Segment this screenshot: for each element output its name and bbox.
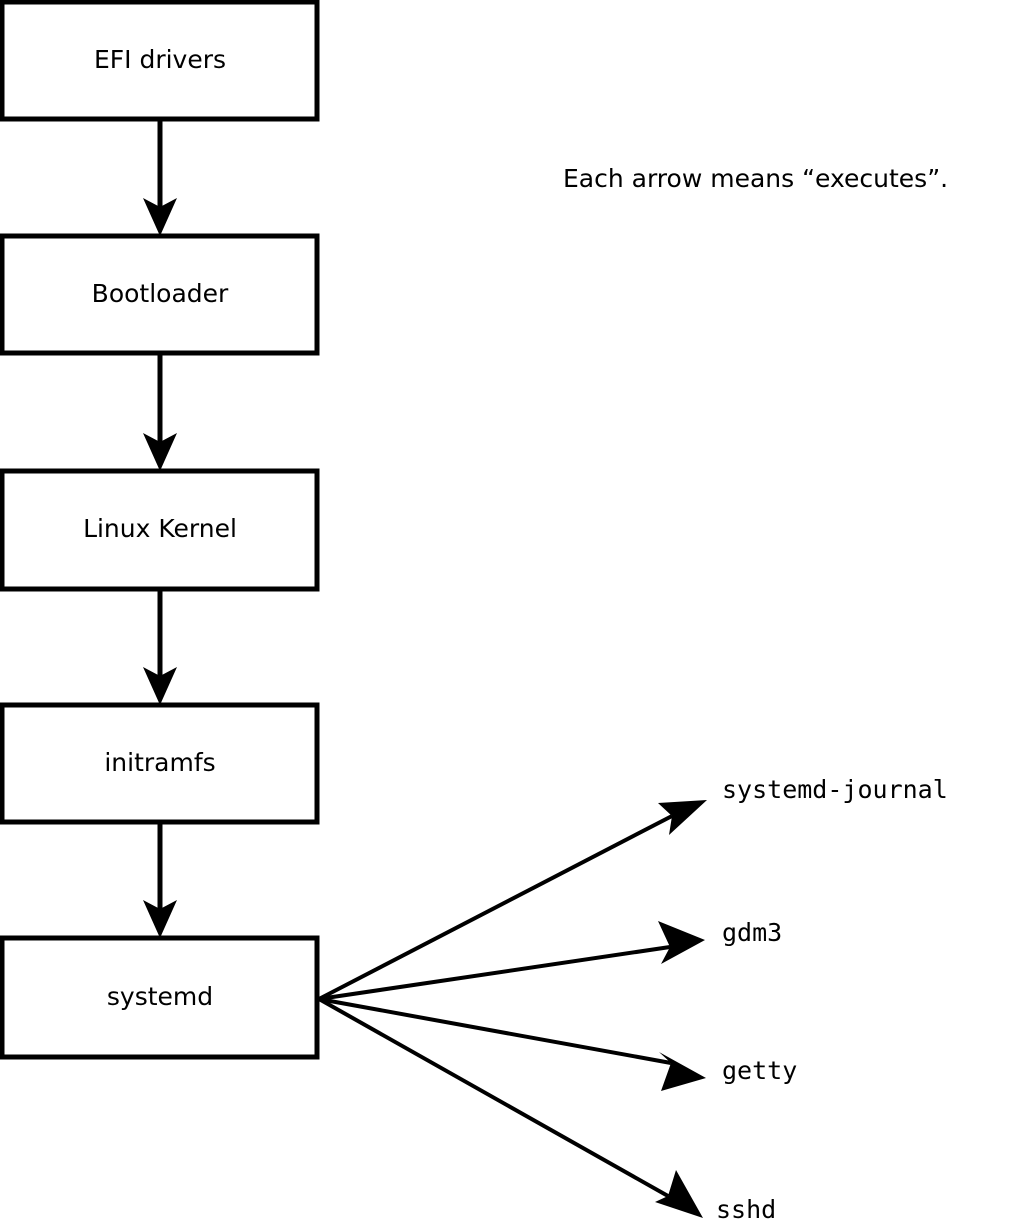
process-box-label: EFI drivers bbox=[94, 45, 226, 74]
chain-arrow-head bbox=[143, 198, 177, 236]
fanout-arrow-head bbox=[658, 800, 707, 835]
chain-arrow-head bbox=[143, 667, 177, 705]
chain-arrow-kernel-to-initramfs bbox=[143, 589, 177, 705]
process-box-efi-drivers[interactable]: EFI drivers bbox=[0, 0, 320, 122]
process-box-outline bbox=[0, 0, 320, 122]
process-box-outline bbox=[0, 702, 320, 825]
fanout-arrow-group bbox=[318, 800, 707, 1218]
service-label-getty: getty bbox=[722, 1056, 797, 1085]
process-box-label: systemd bbox=[107, 982, 213, 1011]
service-label-sshd: sshd bbox=[716, 1195, 776, 1224]
process-box-bootloader[interactable]: Bootloader bbox=[0, 233, 320, 356]
process-box-label: Linux Kernel bbox=[83, 514, 237, 543]
chain-arrow-head bbox=[143, 900, 177, 938]
chain-arrow-head bbox=[143, 433, 177, 471]
service-label-systemd-journal: systemd-journal bbox=[722, 775, 948, 804]
service-label-gdm3: gdm3 bbox=[722, 918, 782, 947]
chain-arrow-bootloader-to-kernel bbox=[143, 353, 177, 471]
process-box-linux-kernel[interactable]: Linux Kernel bbox=[0, 468, 320, 592]
fanout-arrow-gdm3 bbox=[318, 921, 705, 1001]
process-box-outline bbox=[0, 233, 320, 356]
process-box-label: initramfs bbox=[104, 748, 215, 777]
chain-arrow-efi-to-bootloader bbox=[143, 119, 177, 236]
chain-arrow-initramfs-to-systemd bbox=[143, 822, 177, 938]
fanout-arrow-head bbox=[658, 921, 705, 964]
diagram-caption: Each arrow means “executes”. bbox=[563, 164, 948, 193]
fanout-arrow-line bbox=[318, 997, 672, 1065]
chain-arrow-group bbox=[143, 119, 177, 938]
fanout-arrow-head bbox=[659, 1052, 706, 1091]
fanout-arrow-getty bbox=[318, 997, 706, 1091]
fanout-arrow-line bbox=[318, 945, 671, 1001]
process-box-label: Bootloader bbox=[92, 279, 229, 308]
fanout-arrow-head bbox=[655, 1170, 703, 1218]
fanout-arrow-sshd bbox=[318, 997, 703, 1218]
process-box-outline bbox=[0, 935, 320, 1060]
process-box-initramfs[interactable]: initramfs bbox=[0, 702, 320, 825]
fanout-arrow-line bbox=[318, 997, 669, 1198]
process-box-outline bbox=[0, 468, 320, 592]
fanout-arrow-line bbox=[318, 814, 673, 1001]
fanout-arrow-systemd-journal bbox=[318, 800, 707, 1001]
process-box-systemd[interactable]: systemd bbox=[0, 935, 320, 1060]
